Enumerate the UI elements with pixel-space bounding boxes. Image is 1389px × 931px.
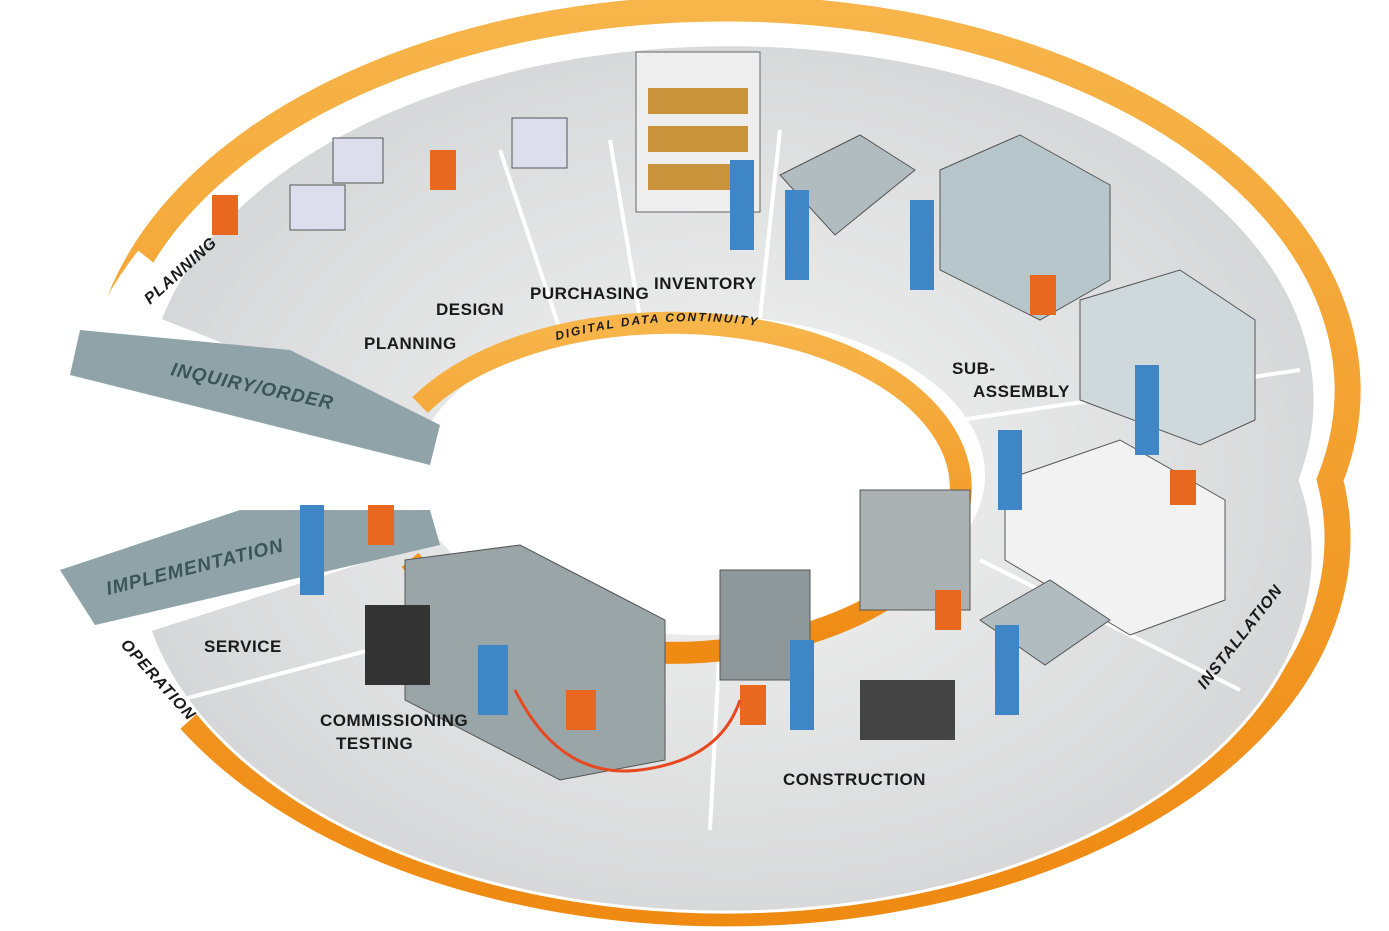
station-sub-assembly-label-2: ASSEMBLY: [973, 382, 1070, 401]
station-commissioning-label: COMMISSIONING: [320, 711, 468, 730]
station-service-label: SERVICE: [204, 637, 282, 656]
station-testing-label: TESTING: [336, 734, 413, 753]
station-construction-label: CONSTRUCTION: [783, 770, 926, 789]
center-hole: [415, 315, 985, 635]
inquiry-order-band: INQUIRY/ORDER: [70, 330, 440, 465]
station-sub-assembly-label-1: SUB-: [952, 359, 996, 378]
implementation-band: IMPLEMENTATION: [60, 510, 440, 625]
station-planning-label: PLANNING: [364, 334, 457, 353]
test-cable: [513, 689, 742, 773]
station-design-label: DESIGN: [436, 300, 504, 319]
workers: [212, 150, 1196, 730]
station-purchasing-label: PURCHASING: [530, 284, 649, 303]
station-inventory-label: INVENTORY: [654, 274, 757, 293]
